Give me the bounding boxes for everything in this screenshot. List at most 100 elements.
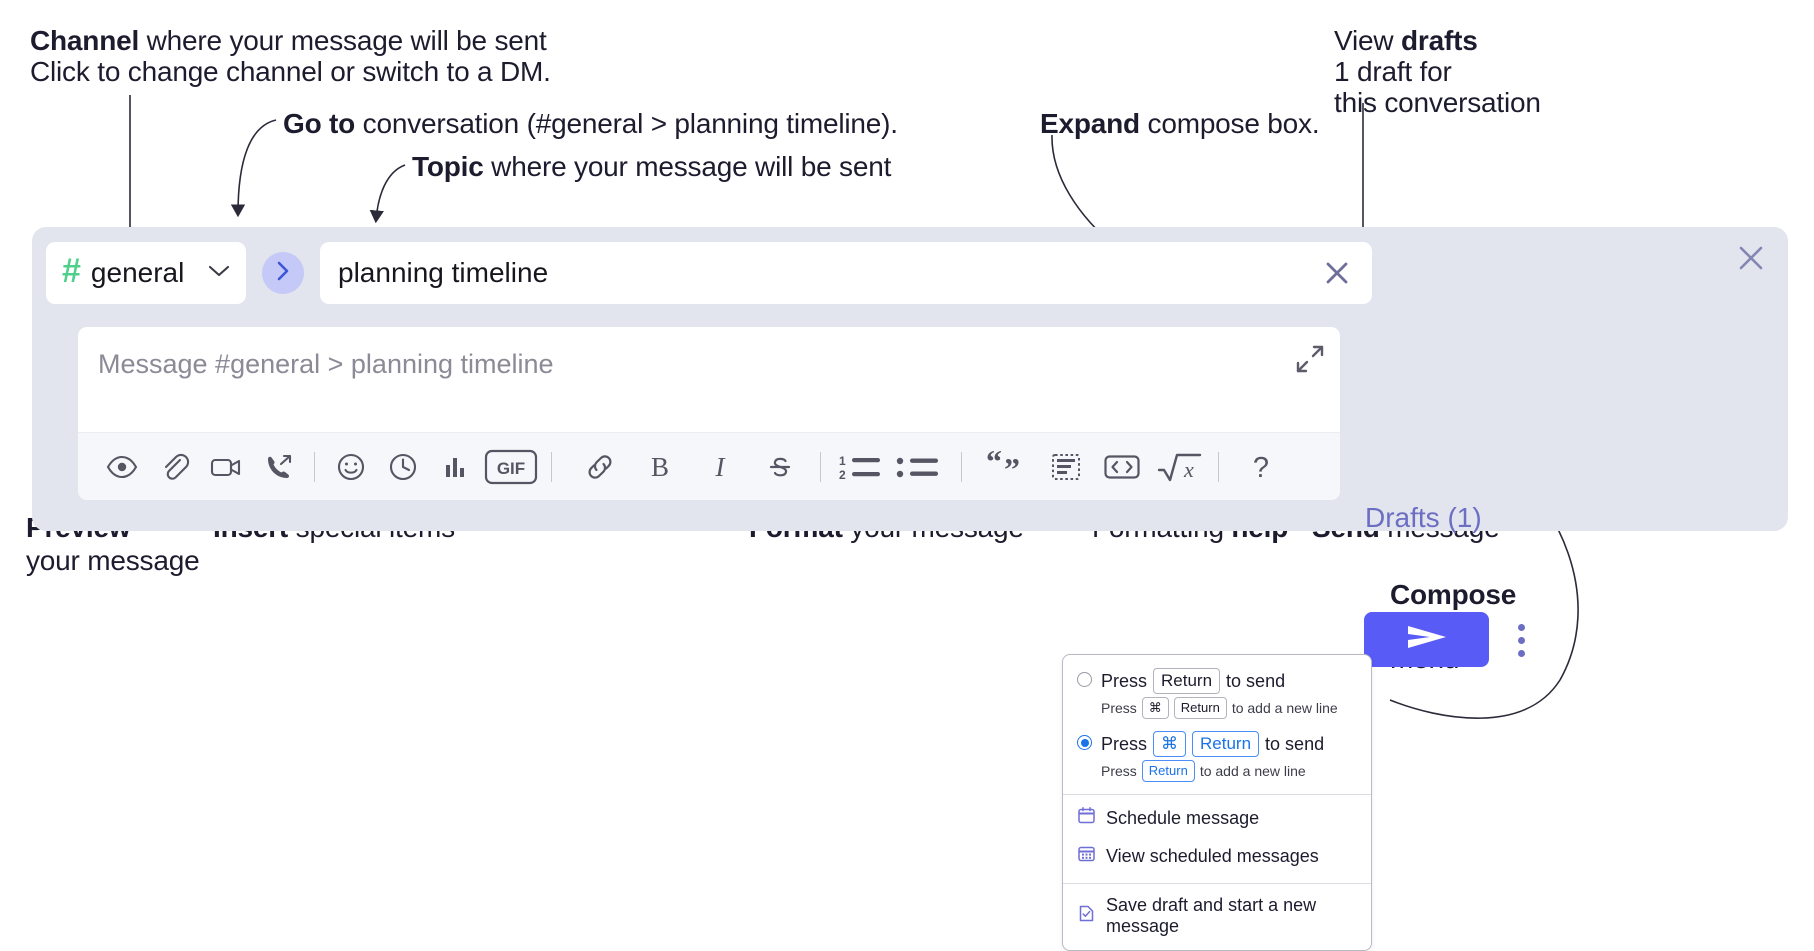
gif-icon[interactable]: GIF: [481, 441, 541, 493]
svg-text:x: x: [1183, 457, 1194, 482]
menu-item-save-draft[interactable]: Save draft and start a new message: [1063, 888, 1371, 944]
annotation-expand-rest: compose box.: [1139, 108, 1320, 139]
menu-item-schedule-message[interactable]: Schedule message: [1063, 799, 1371, 837]
topic-input[interactable]: planning timeline: [320, 242, 1372, 304]
send-option-return-hint: Press ⌘ Return to add a new line: [1087, 697, 1371, 723]
video-camera-icon[interactable]: [200, 441, 252, 493]
svg-text:2: 2: [839, 468, 846, 482]
annotation-goto-bold: Go to: [283, 108, 356, 139]
go-to-conversation-button[interactable]: [262, 252, 304, 294]
menu-item-label: Save draft and start a new message: [1106, 895, 1317, 936]
link-icon[interactable]: [574, 441, 626, 493]
code-block-icon[interactable]: [1040, 441, 1092, 493]
blockquote-icon[interactable]: “ ”: [978, 441, 1036, 493]
drafts-link[interactable]: Drafts (1): [1365, 502, 1482, 533]
send-option-return-label: Press Return to send: [1101, 668, 1285, 694]
compose-options-button[interactable]: [1506, 613, 1536, 667]
send-option-cmd-return-label: Press ⌘ Return to send: [1101, 731, 1324, 757]
strikethrough-icon[interactable]: [754, 441, 806, 493]
svg-text:”: ”: [1004, 451, 1020, 484]
compose-panel: # general planning timeline Message #gen…: [32, 227, 1788, 667]
annotation-channel-line1: Channel where your message will be sent: [30, 22, 547, 59]
menu-item-view-scheduled-messages[interactable]: View scheduled messages: [1063, 837, 1371, 875]
key-return: Return: [1173, 697, 1227, 719]
expand-compose-icon[interactable]: [1292, 341, 1328, 377]
send-option-cmd-return-hint: Press Return to add a new line: [1087, 760, 1371, 786]
option-pre-text: Press: [1101, 734, 1148, 754]
key-command: ⌘: [1141, 697, 1169, 719]
hash-icon: #: [62, 252, 81, 290]
option-post-text: to send: [1265, 734, 1325, 754]
paperclip-icon[interactable]: [148, 441, 200, 493]
kebab-dot: [1517, 649, 1525, 657]
option-pre-text: Press: [1101, 671, 1148, 691]
annotation-drafts-line1: View drafts: [1334, 22, 1478, 59]
annotation-drafts-bold: drafts: [1400, 25, 1478, 56]
close-icon[interactable]: [1734, 241, 1768, 275]
clear-topic-icon[interactable]: [1320, 256, 1354, 290]
svg-text:1: 1: [839, 454, 846, 468]
svg-text:?: ?: [1253, 452, 1269, 483]
kebab-dot: [1517, 623, 1525, 631]
channel-selector[interactable]: # general: [46, 242, 246, 304]
channel-name-label: general: [90, 257, 185, 288]
svg-text:B: B: [651, 452, 669, 482]
hint-post-text: to add a new line: [1199, 763, 1306, 779]
phone-forward-icon[interactable]: [252, 441, 304, 493]
key-return: Return: [1192, 731, 1260, 757]
svg-text:GIF: GIF: [497, 459, 525, 478]
annotation-drafts-line3: this conversation: [1334, 87, 1541, 118]
menu-item-label: Schedule message: [1106, 807, 1260, 828]
chevron-right-icon: [275, 260, 291, 287]
calendar-icon: [1077, 806, 1096, 830]
send-paper-plane-icon: [1404, 622, 1450, 657]
poll-bars-icon[interactable]: [429, 441, 481, 493]
ordered-list-icon[interactable]: 1 2: [831, 441, 889, 493]
topic-value: planning timeline: [338, 257, 549, 288]
option-post-text: to send: [1226, 671, 1286, 691]
annotation-goto: Go to conversation (#general > planning …: [283, 105, 898, 142]
annotation-drafts-line2: 1 draft for: [1334, 56, 1452, 87]
key-return: Return: [1153, 668, 1221, 694]
bulleted-list-icon[interactable]: [889, 441, 947, 493]
help-question-icon[interactable]: ?: [1235, 441, 1287, 493]
eye-icon[interactable]: [96, 441, 148, 493]
hint-pre-text: Press: [1101, 700, 1137, 716]
annotation-expand-bold: Expand: [1040, 108, 1140, 139]
annotation-channel-line2: Click to change channel or switch to a D…: [30, 56, 551, 87]
send-option-return[interactable]: Press Return to send: [1063, 665, 1371, 697]
math-icon[interactable]: x: [1152, 441, 1208, 493]
chevron-down-icon: [208, 264, 230, 283]
italic-icon[interactable]: I: [694, 441, 746, 493]
calendar-grid-icon: [1077, 844, 1096, 868]
key-return: Return: [1141, 760, 1195, 782]
bold-icon[interactable]: B: [634, 441, 686, 493]
toolbar-divider: [820, 451, 821, 482]
document-check-icon: [1077, 904, 1096, 928]
send-option-cmd-return[interactable]: Press ⌘ Return to send: [1063, 728, 1371, 760]
toolbar-divider: [961, 451, 962, 482]
menu-divider: [1063, 794, 1371, 795]
compose-top-row: # general planning timeline: [46, 242, 1372, 304]
annotation-compose-options-bold1: Compose: [1390, 579, 1517, 610]
message-compose-box: Message #general > planning timeline: [78, 327, 1340, 500]
key-command: ⌘: [1153, 731, 1187, 757]
annotation-topic-rest: where your message will be sent: [483, 151, 892, 182]
send-button[interactable]: [1364, 612, 1489, 667]
toolbar-divider: [551, 451, 552, 482]
radio-return[interactable]: [1077, 672, 1092, 687]
menu-divider: [1063, 883, 1371, 884]
formatting-toolbar: GIF B I: [78, 432, 1340, 500]
inline-code-icon[interactable]: [1096, 441, 1148, 493]
emoji-icon[interactable]: [325, 441, 377, 493]
kebab-dot: [1517, 636, 1525, 644]
radio-cmd-return[interactable]: [1077, 735, 1092, 750]
annotation-channel-bold: Channel: [30, 25, 140, 56]
clock-icon[interactable]: [377, 441, 429, 493]
annotation-expand: Expand compose box.: [1040, 105, 1320, 142]
menu-item-label: View scheduled messages: [1106, 845, 1319, 866]
annotation-topic: Topic where your message will be sent: [412, 148, 891, 185]
svg-text:I: I: [715, 452, 727, 482]
message-input[interactable]: Message #general > planning timeline: [98, 349, 554, 379]
annotation-channel-rest: where your message will be sent: [139, 25, 547, 56]
